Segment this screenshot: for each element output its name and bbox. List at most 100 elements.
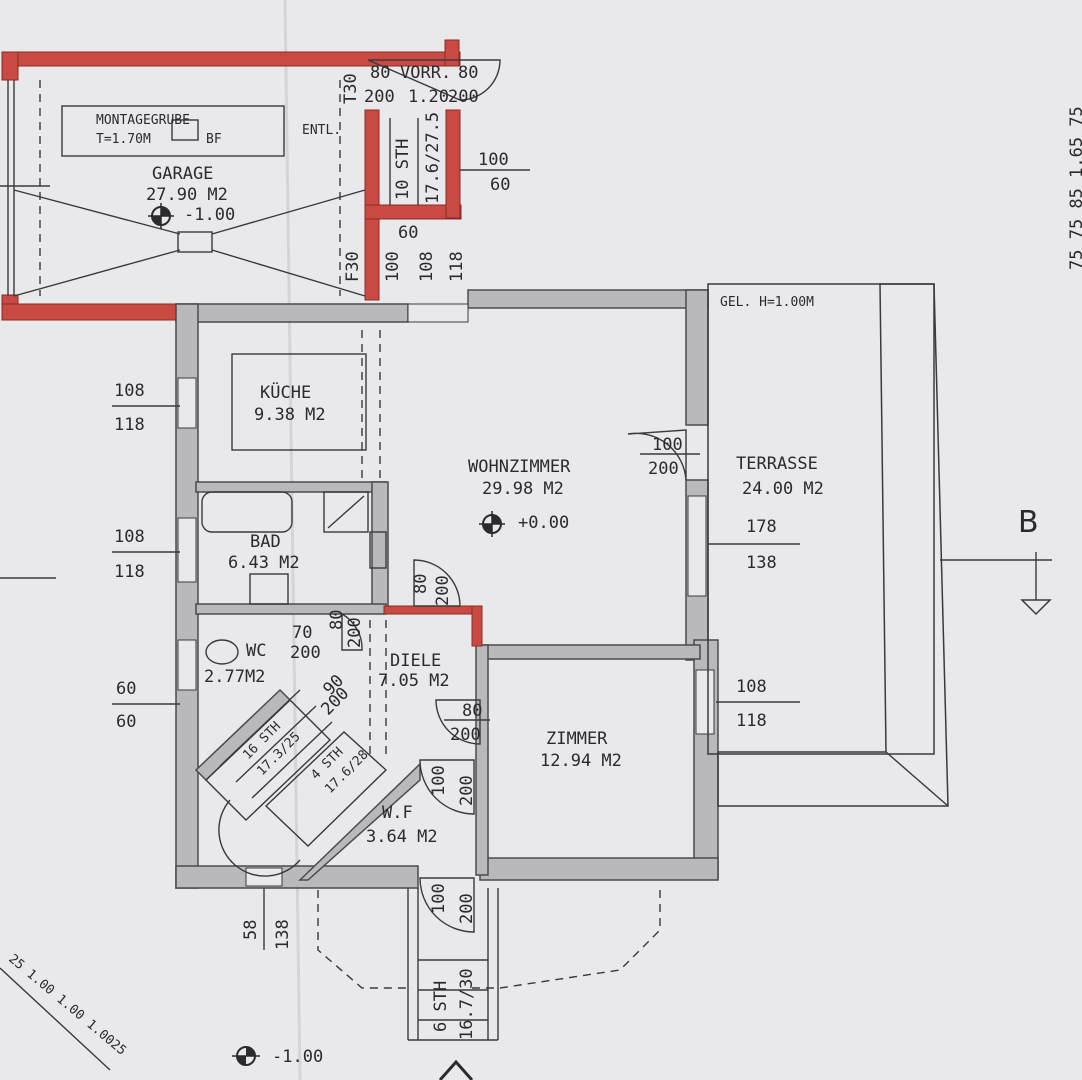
wall-bottom-right	[479, 857, 719, 881]
doors	[341, 429, 687, 933]
fire-rating-label: F30	[343, 251, 363, 282]
wohnzimmer-level: +0.00	[518, 513, 569, 533]
dim-text: 200	[457, 893, 477, 924]
stair-label: 10 STH	[393, 139, 413, 200]
bad-area: 6.43 M2	[228, 553, 300, 573]
stair-tread	[235, 705, 317, 783]
wf-name: W.F	[382, 803, 413, 823]
dim-text: 100	[478, 150, 509, 170]
kueche-name: KÜCHE	[260, 381, 311, 403]
window	[177, 639, 197, 691]
dim-text: 200	[457, 775, 477, 806]
porch-outline	[470, 890, 661, 989]
pit-code: BF	[206, 132, 222, 147]
dim-text: 138	[273, 919, 293, 950]
dim-text: 100	[429, 765, 449, 796]
section-arrow-icon	[1020, 599, 1052, 616]
dim-text: 100	[652, 435, 683, 455]
dim-text: 118	[736, 711, 767, 731]
wall-stair-diagonal	[298, 762, 421, 881]
dim-text: 200	[433, 575, 453, 606]
stair-wall-bottom	[364, 204, 462, 220]
terrace-edge	[885, 751, 949, 807]
wohnzimmer-name: WOHNZIMMER	[468, 457, 571, 477]
dim-text: 60	[116, 712, 136, 732]
dim-text: 118	[114, 415, 145, 435]
dim-text: 118	[114, 562, 145, 582]
window	[407, 303, 469, 323]
diele-name: DIELE	[390, 651, 441, 671]
dim-text: 80	[327, 610, 347, 630]
entl-label: ENTL.	[302, 123, 341, 138]
vorr-label: VORR.	[400, 63, 451, 83]
dim-line	[0, 967, 111, 1071]
shower-icon	[323, 491, 369, 533]
window	[177, 517, 197, 583]
pit-sump	[171, 119, 199, 141]
section-marker: B	[940, 505, 1052, 616]
wf-area: 3.64 M2	[366, 827, 438, 847]
wall-bad-bottom	[195, 603, 387, 615]
stair-ratio: 17.6/27.5	[423, 112, 443, 204]
door-swing-arc	[341, 612, 363, 651]
dim-text: 100	[429, 883, 449, 914]
garage-level: -1.00	[184, 205, 235, 225]
bottom-level-marker: -1.00	[232, 1046, 474, 1080]
wohnzimmer-area: 29.98 M2	[482, 479, 564, 499]
garage-area: 27.90 M2	[146, 185, 228, 205]
dim-text: 118	[447, 251, 467, 282]
wc-area: 2.77M2	[204, 667, 265, 687]
dim-text: 200	[450, 725, 481, 745]
wall-zimmer-top	[479, 644, 701, 660]
door-swing-arc	[413, 559, 461, 607]
dim-text: 58	[241, 920, 261, 940]
house-walls	[175, 289, 719, 889]
fire-rating-label: T30	[341, 73, 361, 104]
stair-curve	[218, 799, 301, 877]
upper-stair: 80 VORR. 80 200 1.20 200 T30 10 STH 17.6…	[341, 59, 530, 282]
wall-top-right	[467, 289, 709, 309]
dim-text: 108	[736, 677, 767, 697]
window	[177, 377, 197, 429]
wall-top-left	[175, 303, 409, 323]
sink-icon	[249, 573, 289, 605]
porch-outline	[317, 890, 412, 989]
terrace-outline	[707, 283, 935, 755]
door-swing-arc	[367, 59, 501, 101]
bottom-level: -1.00	[272, 1047, 323, 1067]
stairs	[204, 689, 499, 1041]
dim-text: 1.20	[408, 87, 449, 107]
dim-text: 108	[417, 251, 437, 282]
dim-text: 60	[116, 679, 136, 699]
terrasse-name: TERRASSE	[736, 454, 818, 474]
dim-text: 178	[746, 517, 777, 537]
level-marker-icon	[148, 203, 174, 229]
shower-icon	[327, 495, 365, 529]
pit-label: MONTAGEGRUBE	[96, 113, 190, 128]
door-swing-arc	[627, 429, 687, 481]
fixtures	[201, 283, 949, 989]
wall-zimmer-left	[475, 644, 489, 876]
pit-depth: T=1.70M	[96, 132, 151, 147]
dim-text: 80	[411, 574, 431, 594]
garage-wall-bottom	[1, 303, 179, 321]
window	[695, 669, 715, 735]
red-partition	[383, 605, 481, 615]
dim-text: 108	[114, 527, 145, 547]
dim-text: 80	[458, 63, 478, 83]
slope-line	[13, 189, 181, 235]
zimmer-area: 12.94 M2	[540, 751, 622, 771]
wall-right-upper	[685, 289, 709, 426]
toilet-icon	[205, 639, 239, 665]
dim-text: 200	[364, 87, 395, 107]
bathtub-icon	[201, 491, 293, 533]
right-edge-dims: 75 75 85 1.65 75	[1067, 106, 1082, 270]
stair-ratio: 16.7/30	[457, 968, 477, 1040]
window	[245, 867, 283, 887]
stair-tread	[251, 721, 333, 799]
stair-label: 6 STH	[431, 981, 451, 1032]
door-swing-arc	[435, 699, 481, 745]
door-swing-arc	[419, 877, 475, 933]
